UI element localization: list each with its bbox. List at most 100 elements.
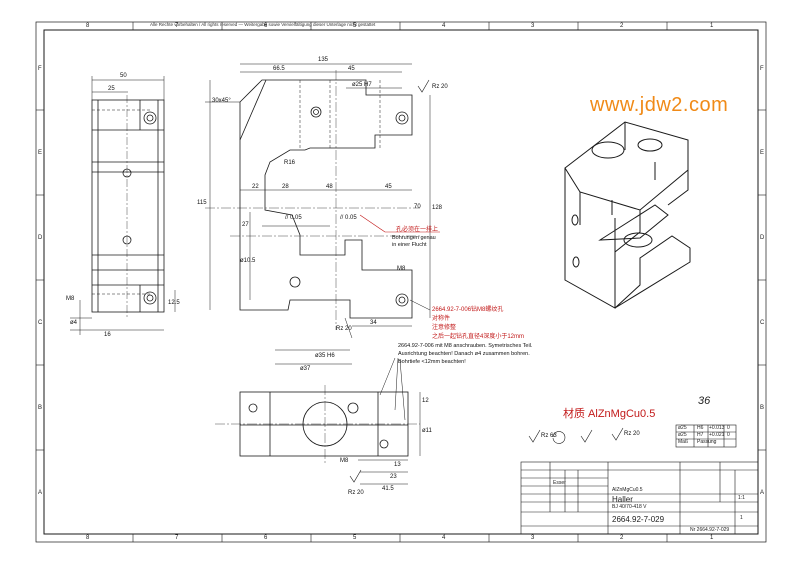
dim-label: 34 [370, 320, 377, 326]
col-label-bottom: 6 [264, 535, 268, 541]
col-label-bottom: 8 [86, 535, 90, 541]
dim-label: ø25 H7 [352, 82, 372, 88]
dim-label: 135 [318, 57, 329, 63]
dim-label: 30x45° [212, 98, 231, 104]
dim-label: M8 [66, 296, 75, 302]
red-leaders [359, 214, 440, 233]
surface-sub: Rz 20 [624, 431, 640, 437]
title-block-grid [520, 461, 759, 535]
fits-cell: Passung [697, 439, 717, 445]
row-label-left: D [38, 235, 43, 241]
de-note-3: Bohrtiefe <12mm beachten! [398, 359, 466, 365]
dim-label: ø11 [422, 428, 432, 434]
col-label-bottom: 5 [353, 535, 357, 541]
dim-label: M8 [397, 266, 406, 272]
fits-cell: H6 [697, 425, 704, 431]
de-note-1: 2664.92-7-006 mit M8 anschrauben. Symetr… [398, 343, 533, 349]
fits-cell: Maß [678, 439, 688, 445]
inner-frame [43, 29, 759, 535]
dim-label: 13 [394, 462, 401, 468]
row-label-left: F [38, 66, 42, 72]
isometric-view [564, 121, 691, 309]
fits-cell: 0 [727, 425, 730, 431]
col-label-top: 6 [264, 23, 268, 29]
drawn-by: Esser [553, 480, 566, 486]
thread-note-1: 2664.92-7-006钻M8螺纹孔 [432, 307, 504, 313]
dim-label: Rz 20 [348, 490, 364, 496]
dim-label: 41.5 [382, 486, 394, 492]
dim-label: R16 [284, 160, 296, 166]
dim-label: 16 [104, 332, 111, 338]
dim-label: Rz 20 [432, 84, 448, 90]
dim-label: 12.5 [168, 300, 180, 306]
fits-cell: H7 [697, 432, 704, 438]
row-label-right: E [760, 150, 765, 156]
dim-label: 70 [414, 204, 421, 210]
col-label-top: 5 [353, 23, 357, 29]
dim-label: 22 [252, 184, 259, 190]
hole-note-de-2: in einer Flucht [392, 242, 427, 248]
row-label-left: C [38, 320, 43, 326]
row-label-left: A [38, 490, 43, 496]
fits-table-grid [675, 424, 737, 448]
bottom-view [215, 385, 421, 485]
row-label-right: F [760, 66, 764, 72]
dim-label: 25 [108, 86, 115, 92]
outer-frame [35, 21, 767, 543]
fits-cell: ø25 [678, 432, 687, 438]
col-label-top: 3 [531, 23, 535, 29]
col-label-bottom: 4 [442, 535, 446, 541]
frame-top-note: Alle Rechte vorbehalten / All rights res… [150, 22, 376, 27]
dim-label: 27 [242, 222, 249, 228]
title-scale: 1:1 [738, 495, 745, 501]
front-view [205, 63, 431, 365]
dim-label: ø35 H6 [315, 353, 335, 359]
fits-cell: +0.021 [709, 432, 725, 438]
dim-label: M8 [340, 458, 349, 464]
dim-label: ø37 [300, 366, 311, 372]
title-material: AlZnMgCu0.5 [612, 487, 643, 493]
col-label-top: 2 [620, 23, 624, 29]
dim-label: 45 [348, 66, 355, 72]
hole-note-de-1: Bohrungen genau [392, 235, 436, 241]
surface-symbols [349, 79, 624, 483]
col-label-bottom: 1 [710, 535, 714, 541]
title-sheet: 1 [740, 515, 743, 521]
dim-label: 12 [422, 398, 429, 404]
hole-note-cn: 孔必须在一排上 [396, 227, 439, 233]
dim-label: // 0.05 [285, 215, 302, 221]
col-label-top: 1 [710, 23, 714, 29]
material-label: 材质 AlZnMgCu0.5 [563, 408, 656, 420]
dim-label: 128 [432, 205, 443, 211]
fits-cell: +0.013 [709, 425, 725, 431]
dim-label: 23 [390, 474, 397, 480]
row-label-right: D [760, 235, 765, 241]
drawing-number: 2664.92-7-029 [612, 515, 665, 524]
title-subtitle: BJ 40/70-418 V [612, 504, 647, 510]
col-label-bottom: 3 [531, 535, 535, 541]
side-view [70, 76, 176, 335]
corner-number: 36 [698, 395, 711, 407]
row-label-right: A [760, 490, 765, 496]
dim-label: ø10.5 [240, 258, 256, 264]
col-label-top: 7 [175, 23, 179, 29]
thread-note-3: 注意修整 [432, 325, 457, 331]
col-label-top: 8 [86, 23, 90, 29]
dim-label: 45 [385, 184, 392, 190]
title-footer: Nr 2664.92-7-029 [690, 527, 730, 533]
thread-note-4: 之后一起钻孔直径4深度小于12mm [432, 334, 525, 340]
dim-label: 115 [197, 200, 207, 206]
dim-label: 48 [326, 184, 333, 190]
title-company: Haller [612, 495, 633, 504]
watermark: www.jdw2.com [590, 94, 729, 116]
col-label-bottom: 2 [620, 535, 624, 541]
row-label-right: B [760, 405, 765, 411]
dim-label: 28 [282, 184, 289, 190]
dim-label: Rz 20 [336, 326, 352, 332]
dim-label: ø4 [70, 320, 78, 326]
fits-cell: ø25 [678, 425, 687, 431]
dim-label: 50 [120, 73, 127, 79]
frame-ticks [36, 22, 766, 542]
